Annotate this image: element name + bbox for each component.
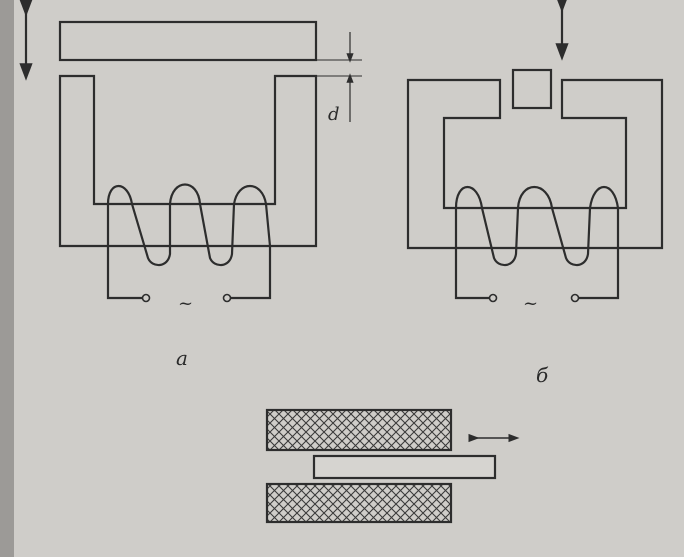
gap-dimension — [316, 32, 362, 122]
armature-bar-a — [58, 20, 318, 62]
lead-right-b — [578, 208, 620, 300]
winding-b — [454, 185, 620, 267]
figure-b: ~ б — [406, 0, 664, 387]
caption-b: б — [536, 363, 549, 387]
terminal-right-b — [570, 293, 580, 303]
gap-label-d: d — [328, 104, 340, 125]
u-core-a — [58, 74, 318, 248]
lead-right-a — [230, 203, 272, 300]
page-edge-shadow — [0, 0, 14, 557]
terminal-right-a — [222, 293, 232, 303]
ac-symbol-b: ~ — [523, 293, 538, 314]
figure-c — [265, 408, 520, 524]
c-core-b — [406, 78, 664, 250]
winding-a — [106, 183, 268, 267]
figure-a: d ~ a — [19, 0, 362, 370]
hatched-plate-bottom — [265, 482, 453, 524]
caption-a: a — [176, 346, 188, 370]
terminal-left-b — [488, 293, 498, 303]
lead-left-b — [454, 208, 490, 300]
lead-left-a — [106, 204, 143, 300]
movable-plate-middle — [312, 454, 497, 480]
ac-symbol-a: ~ — [178, 293, 193, 314]
armature-block-b — [511, 68, 553, 110]
hatched-plate-top — [265, 408, 453, 452]
terminal-left-a — [141, 293, 151, 303]
